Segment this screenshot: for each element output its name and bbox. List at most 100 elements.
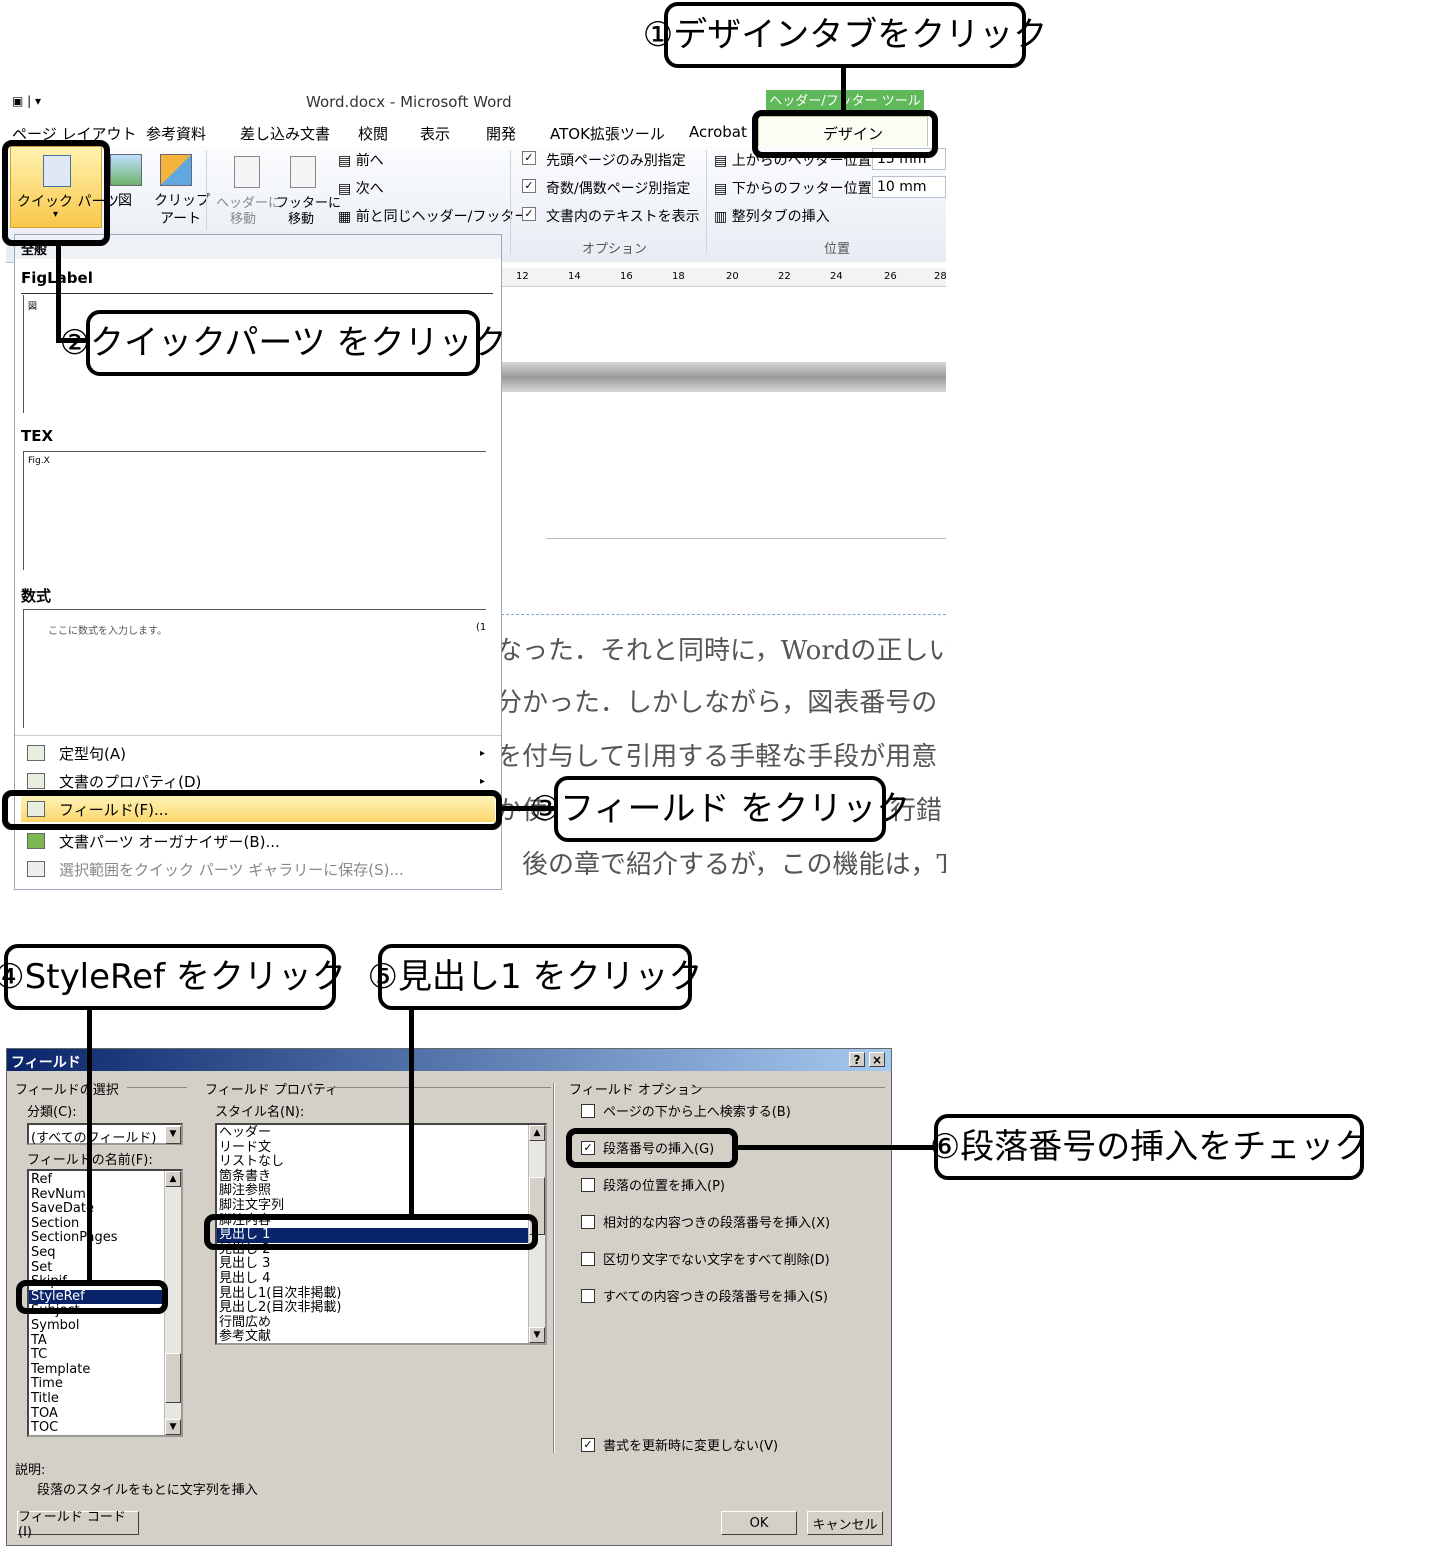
tab-references[interactable]: 参考資料 [146, 125, 207, 143]
field-option[interactable]: すべての内容つきの段落番号を挿入(S) [581, 1286, 828, 1305]
option-checkbox[interactable] [581, 1177, 595, 1192]
tab-mailings[interactable]: 差し込み文書 [240, 125, 331, 143]
field-option[interactable]: 段落の位置を挿入(P) [581, 1175, 725, 1194]
field-name-item[interactable]: Title [31, 1390, 59, 1406]
field-option[interactable]: ✓段落番号の挿入(G) [581, 1138, 714, 1157]
scroll-up-icon[interactable]: ▲ [529, 1125, 545, 1141]
odd-even-checkbox[interactable]: ✓ [522, 179, 536, 193]
menu-item-label: 文書のプロパティ(D) [59, 772, 202, 791]
tab-page-layout[interactable]: ページ レイアウト [12, 125, 137, 143]
field-name-item[interactable]: SectionPages [31, 1230, 118, 1246]
link-prev-label: 前と同じヘッダー/フッター [355, 209, 529, 225]
field-name-item[interactable]: Section [31, 1215, 80, 1231]
style-name-item[interactable]: 見出し 1 [217, 1228, 529, 1243]
ruler-tick: 22 [778, 271, 791, 282]
preserve-format-option[interactable]: ✓ 書式を更新時に変更しない(V) [581, 1435, 778, 1454]
picture-icon [110, 154, 142, 186]
gallery-item-figlabel[interactable]: 図 [23, 295, 486, 413]
option-checkbox[interactable] [581, 1288, 595, 1303]
save-selection-icon [27, 861, 45, 877]
field-name-item[interactable]: Time [31, 1376, 63, 1392]
style-name-item[interactable]: 見出し 4 [219, 1270, 271, 1286]
first-page-checkbox[interactable]: ✓ [522, 151, 536, 165]
tab-review[interactable]: 校閲 [358, 125, 389, 143]
style-name-item[interactable]: 見出し2(目次非掲載) [219, 1300, 342, 1316]
field-option[interactable]: 相対的な内容つきの段落番号を挿入(X) [581, 1212, 830, 1231]
field-name-item[interactable]: TC [31, 1347, 48, 1363]
scroll-thumb[interactable] [165, 1353, 181, 1403]
goto-footer-button[interactable]: フッターに [276, 196, 342, 211]
category-select[interactable]: (すべてのフィールド) ▼ [27, 1123, 183, 1146]
close-button[interactable]: × [869, 1052, 885, 1067]
ruler-tick: 16 [620, 271, 633, 282]
footer-pos-text: 下からのフッター位置: [731, 181, 877, 197]
highlight-styleref [16, 1280, 168, 1314]
option-checkbox[interactable]: ✓ [581, 1140, 595, 1155]
style-name-item[interactable]: 行間広め [219, 1314, 272, 1330]
cancel-button[interactable]: キャンセル [807, 1511, 883, 1535]
gallery-item-tex[interactable]: Fig.X [23, 451, 486, 570]
align-tab-button[interactable]: ▥ 整列タブの挿入 [714, 206, 830, 226]
field-name-item[interactable]: StyleRef [29, 1289, 165, 1305]
field-name-item[interactable]: TOA [31, 1405, 58, 1421]
field-name-item[interactable]: TOC [31, 1420, 59, 1436]
footer-pos-input[interactable]: 10 mm [872, 176, 946, 198]
clip-art-label[interactable]: クリップ [154, 193, 210, 209]
link-prev-button[interactable]: ▦ 前と同じヘッダー/フッター [338, 206, 528, 226]
style-name-item[interactable]: 脚注文字列 [219, 1197, 285, 1213]
menu-item-save-selection: 選択範囲をクイック パーツ ギャラリーに保存(S)... [21, 856, 495, 882]
picture-button-label[interactable]: 図 [118, 193, 132, 209]
scroll-up-icon[interactable]: ▲ [165, 1171, 181, 1187]
scroll-down-icon[interactable]: ▼ [529, 1327, 545, 1343]
goto-header-button[interactable]: ヘッダーに [216, 196, 282, 211]
ok-button[interactable]: OK [721, 1511, 797, 1535]
field-name-item[interactable]: RevNum [31, 1186, 86, 1202]
dialog-title: フィールド [11, 1055, 81, 1071]
field-name-item[interactable]: Symbol [31, 1317, 80, 1333]
gallery-item-equation[interactable]: ここに数式を入力します。 (1 [23, 609, 486, 728]
option-checkbox[interactable] [581, 1103, 595, 1118]
menu-item-doc-properties[interactable]: 文書のプロパティ(D)▸ [21, 768, 495, 794]
tab-view[interactable]: 表示 [420, 125, 451, 143]
option-checkbox[interactable] [581, 1214, 595, 1229]
next-button[interactable]: ▤ 次へ [338, 178, 384, 198]
menu-item-autotext[interactable]: 定型句(A)▸ [21, 740, 495, 766]
field-name-item[interactable]: SaveDate [31, 1201, 94, 1217]
highlight-design-tab [752, 110, 938, 158]
prev-button[interactable]: ▤ 前へ [338, 150, 384, 170]
style-name-item[interactable]: リード文 [219, 1139, 272, 1155]
field-option[interactable]: ページの下から上へ検索する(B) [581, 1101, 791, 1120]
dropdown-arrow-icon: ▾ [53, 209, 59, 220]
style-name-item[interactable]: 脚注参照 [219, 1183, 272, 1199]
style-name-item[interactable]: 見出し1(目次非掲載) [219, 1285, 342, 1301]
show-text-checkbox[interactable]: ✓ [522, 207, 536, 221]
preserve-format-checkbox[interactable]: ✓ [581, 1437, 595, 1452]
style-name-item[interactable]: 参考文献 [219, 1329, 272, 1345]
field-name-item[interactable]: Set [31, 1259, 53, 1275]
style-name-item[interactable]: ヘッダー [219, 1125, 272, 1140]
menu-item-field[interactable]: フィールド(F)... [21, 796, 495, 822]
field-code-button[interactable]: フィールド コード(I) [17, 1510, 139, 1540]
field-name-item[interactable]: Template [31, 1361, 91, 1377]
help-button[interactable]: ? [849, 1052, 865, 1067]
chevron-down-icon[interactable]: ▼ [165, 1126, 181, 1144]
field-name-item[interactable]: Ref [31, 1172, 53, 1187]
tab-developer[interactable]: 開発 [486, 125, 517, 143]
style-name-item[interactable]: 箇条書き [219, 1168, 272, 1184]
field-name-item[interactable]: TA [31, 1332, 47, 1348]
tab-design[interactable]: デザイン [758, 116, 928, 146]
style-name-item[interactable]: 見出し 3 [219, 1256, 271, 1272]
menu-item-organizer[interactable]: 文書パーツ オーガナイザー(B)... [21, 828, 495, 854]
tab-acrobat[interactable]: Acrobat [689, 123, 747, 141]
field-option[interactable]: 区切り文字でない文字をすべて削除(D) [581, 1249, 830, 1268]
quick-parts-button[interactable]: クイック パーツ ▾ [10, 146, 119, 228]
field-name-item[interactable]: Seq [31, 1244, 56, 1260]
style-name-item[interactable]: リストなし [219, 1154, 285, 1170]
tab-atok[interactable]: ATOK拡張ツール [550, 125, 665, 143]
option-checkbox[interactable] [581, 1251, 595, 1266]
callout-step3: ③フィールド をクリック [530, 776, 910, 842]
quick-access-icon[interactable]: ▣ | ▾ [12, 94, 42, 108]
footer-pos-icon: ▤ [714, 181, 728, 197]
scroll-down-icon[interactable]: ▼ [165, 1419, 181, 1435]
